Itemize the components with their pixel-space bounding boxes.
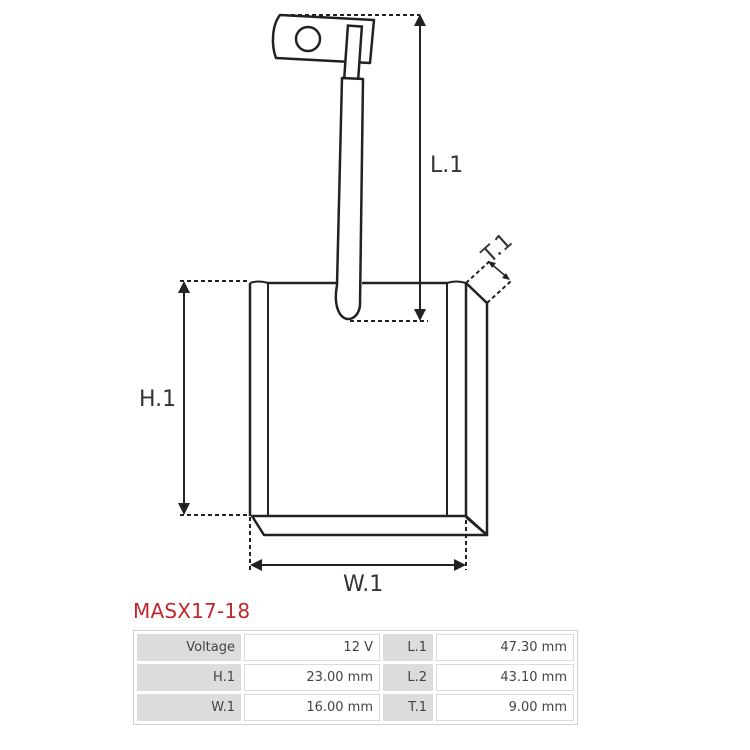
brush-body	[248, 280, 489, 537]
spec-row: Voltage 12 V L.1 47.30 mm	[137, 634, 574, 661]
spec-value: 43.10 mm	[436, 664, 574, 691]
spec-label: L.2	[383, 664, 433, 691]
width-label: W.1	[343, 572, 383, 595]
thickness-extension-left	[465, 259, 492, 284]
length-label: L.1	[430, 153, 463, 178]
spec-label: W.1	[137, 694, 241, 721]
spec-label: T.1	[383, 694, 433, 721]
spec-value: 12 V	[244, 634, 380, 661]
spec-label: H.1	[137, 664, 241, 691]
spec-table: Voltage 12 V L.1 47.30 mm H.1 23.00 mm L…	[133, 630, 578, 725]
spec-value: 47.30 mm	[436, 634, 574, 661]
dimension-arrowheads	[178, 14, 510, 571]
height-label: H.1	[139, 387, 176, 412]
part-number-title: MASX17-18	[133, 599, 251, 623]
spec-row: W.1 16.00 mm T.1 9.00 mm	[137, 694, 574, 721]
spec-label: Voltage	[137, 634, 241, 661]
crimp-sleeve	[342, 24, 364, 82]
lug-hole	[294, 25, 322, 53]
thickness-label: T.1	[477, 229, 518, 270]
spec-row: H.1 23.00 mm L.2 43.10 mm	[137, 664, 574, 691]
spec-value: 16.00 mm	[244, 694, 380, 721]
thickness-extension-right	[486, 280, 512, 304]
spec-value: 9.00 mm	[436, 694, 574, 721]
shunt-wire	[334, 76, 365, 321]
spec-value: 23.00 mm	[244, 664, 380, 691]
spec-label: L.1	[383, 634, 433, 661]
carbon-brush-drawing: L.1 H.1 W.1 T.1	[139, 13, 518, 595]
